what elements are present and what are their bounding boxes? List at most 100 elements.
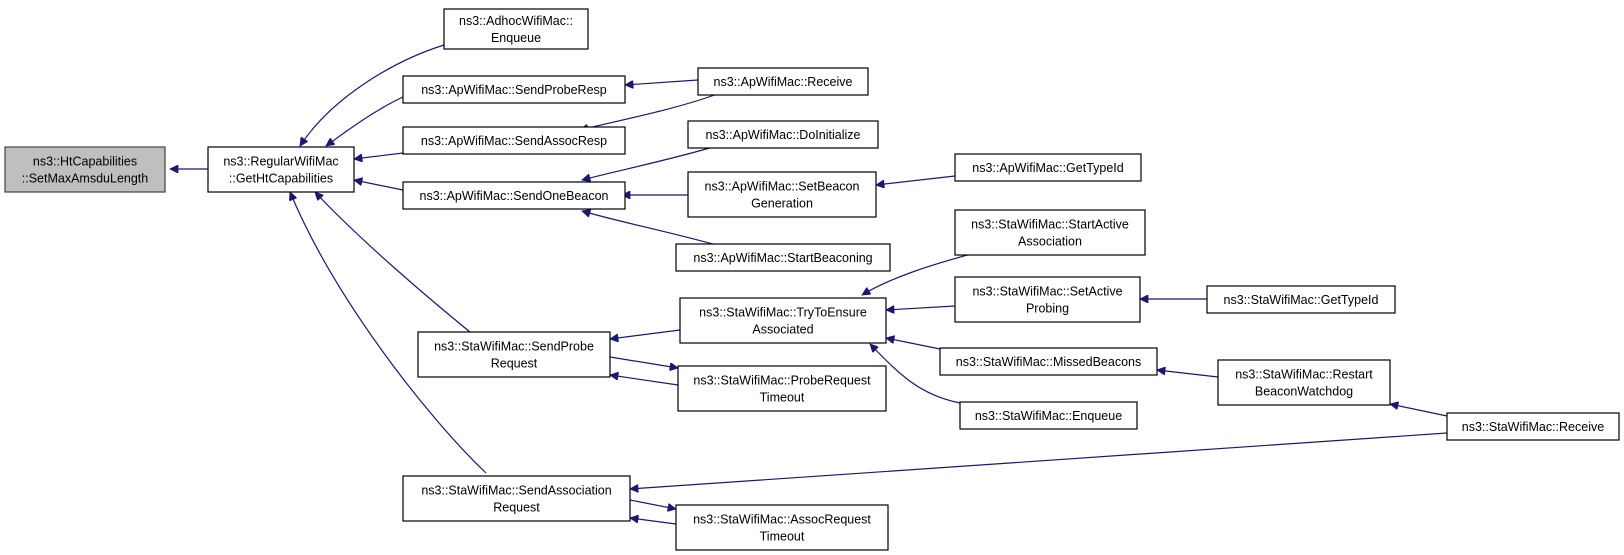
edge-n11-n5 xyxy=(582,211,721,247)
graph-node-label: BeaconWatchdog xyxy=(1255,385,1353,399)
graph-node-label: ns3::ApWifiMac::SetBeacon xyxy=(705,180,860,194)
graph-node-label: ns3::ApWifiMac::Receive xyxy=(714,75,853,89)
graph-node-n0[interactable]: ns3::HtCapabilities::SetMaxAmsduLength xyxy=(4,146,166,193)
edge-n2-n1 xyxy=(299,44,445,146)
graph-node-box[interactable] xyxy=(679,297,887,344)
edge-n7-n15 xyxy=(629,499,676,509)
graph-node-box[interactable] xyxy=(687,171,877,218)
graph-node-label: ns3::StaWifiMac::AssocRequest xyxy=(693,513,871,527)
graph-node-box[interactable] xyxy=(1206,285,1396,314)
graph-node-label: ns3::ApWifiMac::StartBeaconing xyxy=(693,251,872,265)
edge-n6-n1 xyxy=(315,192,487,346)
edge-n12-n10 xyxy=(876,175,956,185)
graph-node-box[interactable] xyxy=(417,331,611,378)
graph-node-label: ns3::StaWifiMac::Receive xyxy=(1462,420,1604,434)
graph-node-n3[interactable]: ns3::ApWifiMac::SendProbeResp xyxy=(402,75,626,104)
edge-n14-n6 xyxy=(610,375,679,386)
graph-node-box[interactable] xyxy=(1217,359,1391,406)
graph-node-box[interactable] xyxy=(402,75,626,104)
graph-node-label: Probing xyxy=(1026,302,1069,316)
edge-n13-n6 xyxy=(610,329,681,339)
graph-node-label: ns3::ApWifiMac::SendOneBeacon xyxy=(420,189,609,203)
graph-node-label: Generation xyxy=(751,197,813,211)
graph-node-label: ns3::RegularWifiMac xyxy=(223,155,338,169)
graph-node-box[interactable] xyxy=(4,146,166,193)
graph-node-label: ns3::StaWifiMac::GetTypeId xyxy=(1224,293,1379,307)
edge-n16-n13 xyxy=(862,252,976,296)
graph-node-box[interactable] xyxy=(954,276,1141,323)
graph-node-box[interactable] xyxy=(402,181,626,210)
graph-node-box[interactable] xyxy=(954,209,1146,256)
graph-node-label: ::GetHtCapabilities xyxy=(229,172,333,186)
graph-node-n18[interactable]: ns3::StaWifiMac::MissedBeacons xyxy=(939,347,1158,376)
graph-node-label: Timeout xyxy=(760,530,805,544)
graph-node-n8[interactable]: ns3::ApWifiMac::Receive xyxy=(697,67,869,96)
graph-node-label: ns3::ApWifiMac::SendProbeResp xyxy=(421,83,607,97)
graph-node-label: Enqueue xyxy=(491,31,541,45)
node-layer: ns3::HtCapabilities::SetMaxAmsduLengthns… xyxy=(4,8,1620,551)
graph-node-label: Associated xyxy=(752,323,813,337)
graph-node-label: Timeout xyxy=(760,391,805,405)
graph-node-n1[interactable]: ns3::RegularWifiMac::GetHtCapabilities xyxy=(207,146,355,193)
graph-node-label: ns3::HtCapabilities xyxy=(33,155,137,169)
graph-node-n5[interactable]: ns3::ApWifiMac::SendOneBeacon xyxy=(402,181,626,210)
graph-node-label: ::SetMaxAmsduLength xyxy=(22,172,149,186)
graph-node-n22[interactable]: ns3::StaWifiMac::Receive xyxy=(1446,412,1620,441)
graph-node-label: Request xyxy=(491,357,538,371)
edge-n7-n1 xyxy=(290,192,487,474)
graph-node-n2[interactable]: ns3::AdhocWifiMac::Enqueue xyxy=(443,8,589,50)
graph-node-box[interactable] xyxy=(402,475,631,522)
graph-node-n9[interactable]: ns3::ApWifiMac::DoInitialize xyxy=(687,120,879,149)
graph-node-box[interactable] xyxy=(697,67,869,96)
graph-node-box[interactable] xyxy=(687,120,879,149)
graph-node-label: ns3::StaWifiMac::TryToEnsure xyxy=(699,306,867,320)
edge-n8-n4 xyxy=(580,92,721,130)
graph-node-n12[interactable]: ns3::ApWifiMac::GetTypeId xyxy=(954,153,1142,182)
graph-node-box[interactable] xyxy=(402,126,626,155)
graph-node-label: Association xyxy=(1018,235,1082,249)
edge-n18-n13 xyxy=(886,338,941,350)
graph-node-box[interactable] xyxy=(677,365,887,412)
edge-n15-n7 xyxy=(630,518,677,525)
edge-n4-n1 xyxy=(354,152,404,159)
graph-node-n11[interactable]: ns3::ApWifiMac::StartBeaconing xyxy=(675,243,891,272)
graph-node-label: ns3::StaWifiMac::StartActive xyxy=(971,218,1129,232)
graph-node-box[interactable] xyxy=(939,347,1158,376)
graph-node-label: ns3::StaWifiMac::Enqueue xyxy=(975,409,1122,423)
edge-layer xyxy=(170,44,1448,525)
graph-node-box[interactable] xyxy=(1446,412,1620,441)
edge-n5-n1 xyxy=(354,180,404,191)
graph-node-label: ns3::ApWifiMac::GetTypeId xyxy=(972,161,1123,175)
graph-node-label: ns3::StaWifiMac::SendProbe xyxy=(434,340,594,354)
graph-node-label: ns3::StaWifiMac::MissedBeacons xyxy=(956,355,1142,369)
graph-node-n4[interactable]: ns3::ApWifiMac::SendAssocResp xyxy=(402,126,626,155)
edge-n22-n7 xyxy=(630,432,1448,489)
graph-node-box[interactable] xyxy=(675,243,891,272)
graph-node-n19[interactable]: ns3::StaWifiMac::Enqueue xyxy=(959,401,1138,430)
graph-node-box[interactable] xyxy=(959,401,1138,430)
graph-node-box[interactable] xyxy=(675,504,889,551)
edge-n19-n13 xyxy=(870,344,961,404)
graph-node-box[interactable] xyxy=(207,146,355,193)
graph-node-label: ns3::AdhocWifiMac:: xyxy=(459,14,573,28)
graph-node-box[interactable] xyxy=(443,8,589,50)
graph-node-label: Request xyxy=(493,501,540,515)
graph-node-n20[interactable]: ns3::StaWifiMac::GetTypeId xyxy=(1206,285,1396,314)
edge-n21-n18 xyxy=(1157,370,1219,378)
graph-node-label: ns3::StaWifiMac::SetActive xyxy=(972,285,1122,299)
graph-node-box[interactable] xyxy=(954,153,1142,182)
edge-n3-n1 xyxy=(326,96,404,146)
edge-n22-n21 xyxy=(1390,404,1448,417)
graph-node-label: ns3::StaWifiMac::ProbeRequest xyxy=(693,374,871,388)
graph-node-label: ns3::ApWifiMac::DoInitialize xyxy=(706,128,861,142)
edge-n17-n13 xyxy=(886,305,956,310)
